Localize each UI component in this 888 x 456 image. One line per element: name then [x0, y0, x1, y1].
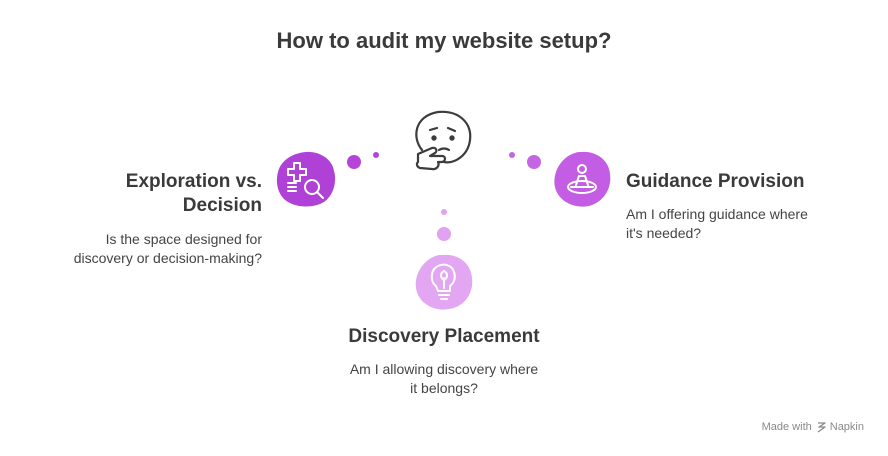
connector-dot: [373, 152, 379, 158]
connector-dot: [509, 152, 515, 158]
guidance-blob: [554, 151, 611, 207]
napkin-logo-icon: [817, 421, 826, 433]
guidance-desc-line2: it's needed?: [626, 225, 702, 241]
exploration-description: Is the space designed for discovery or d…: [74, 230, 262, 268]
connector-dot: [441, 209, 447, 215]
discovery-blob: [415, 254, 473, 310]
page-title: How to audit my website setup?: [276, 28, 612, 53]
guidance-heading: Guidance Provision: [626, 171, 805, 192]
exploration-blob: [276, 151, 336, 207]
thinking-face-icon: [415, 110, 472, 171]
connector-dot: [527, 155, 541, 169]
discovery-desc-line2: it belongs?: [410, 380, 478, 396]
watermark-brand: Napkin: [829, 421, 864, 433]
exploration-desc-line2: discovery or decision-making?: [73, 250, 262, 266]
discovery-desc-line1: Am I allowing discovery where: [349, 361, 539, 377]
guidance-desc-line1: Am I offering guidance where: [626, 206, 808, 222]
exploration-heading-line2: Decision: [182, 195, 262, 216]
exploration-desc-line1: Is the space designed for: [105, 231, 262, 247]
guidance-description: Am I offering guidance where it's needed…: [626, 205, 808, 243]
connector-dot: [437, 227, 451, 241]
exploration-heading: Exploration vs. Decision: [126, 170, 262, 218]
connector-dot: [347, 155, 361, 169]
exploration-heading-line1: Exploration vs.: [125, 171, 262, 192]
discovery-description: Am I allowing discovery where it belongs…: [0, 360, 888, 398]
made-with-watermark: Made with Napkin: [762, 421, 864, 433]
napkin-brand: Napkin: [816, 421, 864, 433]
person-compass-icon: [567, 164, 597, 194]
discovery-heading: Discovery Placement: [348, 326, 540, 347]
lightbulb-leaf-icon: [430, 263, 456, 300]
watermark-prefix: Made with: [761, 421, 812, 433]
puzzle-search-icon: [287, 162, 324, 199]
